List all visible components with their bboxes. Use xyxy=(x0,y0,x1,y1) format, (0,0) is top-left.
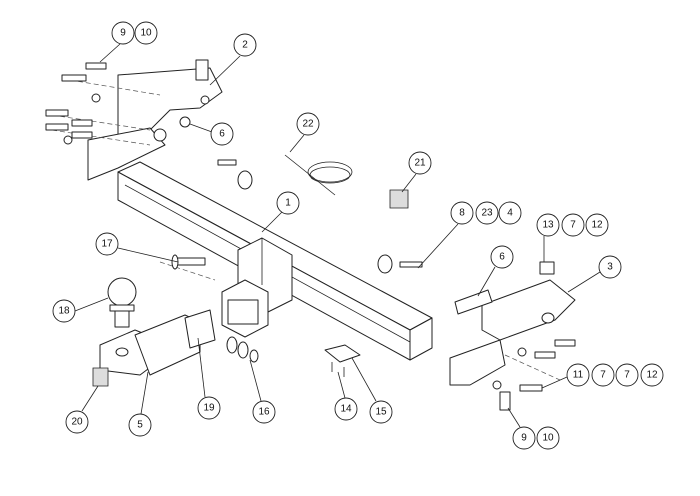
callout-5: 5 xyxy=(128,413,152,437)
svg-text:3: 3 xyxy=(607,262,613,273)
callout-12: 12 xyxy=(585,213,609,237)
callout-9: 9 xyxy=(111,21,135,45)
callout-22: 22 xyxy=(296,112,320,136)
label-sticker xyxy=(389,189,409,209)
callout-9: 9 xyxy=(512,426,536,450)
callout-21: 21 xyxy=(408,151,432,175)
callout-23: 23 xyxy=(475,201,499,225)
svg-text:6: 6 xyxy=(499,252,505,263)
hitch-pin xyxy=(159,254,216,281)
callout-16: 16 xyxy=(252,400,276,424)
socket-plate xyxy=(324,344,361,377)
svg-text:7: 7 xyxy=(570,220,576,231)
svg-text:10: 10 xyxy=(140,28,152,39)
svg-text:1: 1 xyxy=(285,198,291,209)
left-bolts xyxy=(45,62,161,146)
svg-text:12: 12 xyxy=(646,370,658,381)
svg-text:7: 7 xyxy=(624,370,630,381)
right-bracket xyxy=(449,261,576,411)
svg-text:21: 21 xyxy=(414,158,426,169)
svg-text:23: 23 xyxy=(481,208,493,219)
svg-text:22: 22 xyxy=(302,119,314,130)
callout-12: 12 xyxy=(640,363,664,387)
svg-text:20: 20 xyxy=(71,417,83,428)
callout-19: 19 xyxy=(197,396,221,420)
receiver-mount xyxy=(221,237,293,338)
callout-14: 14 xyxy=(334,397,358,421)
svg-text:6: 6 xyxy=(219,129,225,140)
callout-6: 6 xyxy=(210,122,234,146)
wiring-cable xyxy=(284,154,353,196)
svg-text:10: 10 xyxy=(542,433,554,444)
svg-text:13: 13 xyxy=(542,220,554,231)
callout-17: 17 xyxy=(95,232,119,256)
svg-text:14: 14 xyxy=(340,404,352,415)
callout-7: 7 xyxy=(615,363,639,387)
svg-text:7: 7 xyxy=(600,370,606,381)
svg-text:9: 9 xyxy=(120,28,126,39)
callout-7: 7 xyxy=(591,363,615,387)
callout-2: 2 xyxy=(233,33,257,57)
svg-text:11: 11 xyxy=(573,370,584,381)
callout-1: 1 xyxy=(276,191,300,215)
callout-7: 7 xyxy=(561,213,585,237)
svg-text:16: 16 xyxy=(258,407,270,418)
ball-mount xyxy=(99,314,201,376)
callout-10: 10 xyxy=(536,426,560,450)
svg-text:18: 18 xyxy=(58,306,70,317)
callout-10: 10 xyxy=(134,21,158,45)
svg-text:15: 15 xyxy=(375,407,387,418)
collar xyxy=(184,309,216,349)
svg-text:19: 19 xyxy=(203,403,215,414)
callout-15: 15 xyxy=(369,400,393,424)
callout-20: 20 xyxy=(65,410,89,434)
callout-11: 11 xyxy=(566,363,590,387)
callout-13: 13 xyxy=(536,213,560,237)
svg-text:2: 2 xyxy=(242,40,248,51)
callout-18: 18 xyxy=(52,299,76,323)
pin-clip xyxy=(226,336,259,363)
callout-3: 3 xyxy=(598,255,622,279)
left-bracket xyxy=(87,59,223,181)
svg-text:4: 4 xyxy=(507,208,513,219)
svg-text:12: 12 xyxy=(591,220,603,231)
svg-text:5: 5 xyxy=(137,420,143,431)
callout-6: 6 xyxy=(490,245,514,269)
leader-lines xyxy=(74,43,601,428)
svg-text:17: 17 xyxy=(101,239,113,250)
tow-ball xyxy=(107,277,137,328)
spacer-bolt xyxy=(217,159,423,274)
callout-4: 4 xyxy=(498,201,522,225)
svg-text:8: 8 xyxy=(459,208,465,219)
label-sticker xyxy=(92,367,109,387)
svg-text:9: 9 xyxy=(521,433,527,444)
callout-8: 8 xyxy=(450,201,474,225)
